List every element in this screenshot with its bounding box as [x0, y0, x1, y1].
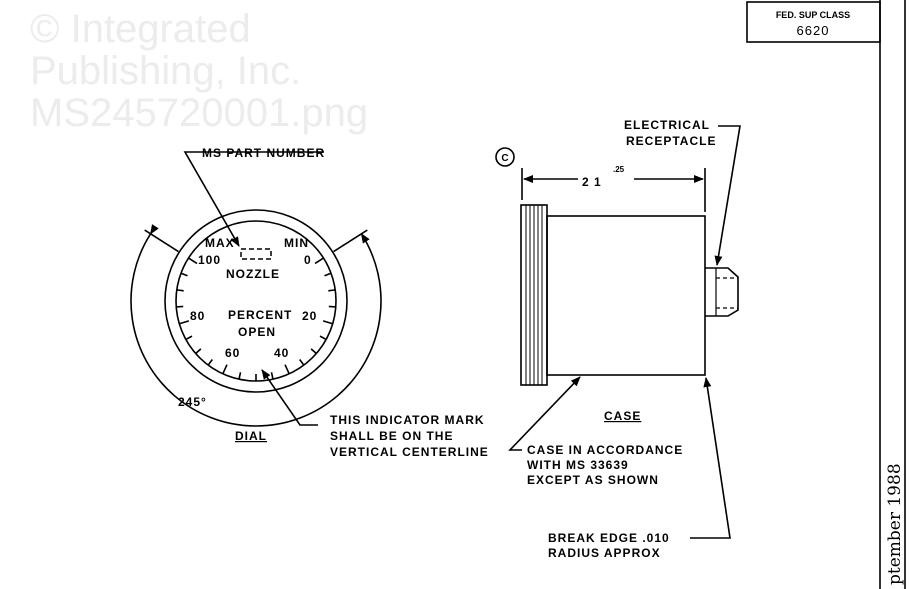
receptacle-callout-line: RECEPTACLE	[626, 134, 716, 148]
dial-tick	[322, 320, 333, 325]
watermark-line: © Integrated	[30, 7, 251, 51]
part-number-callout: MS PART NUMBER	[202, 146, 325, 160]
scale-label-80: 80	[190, 309, 205, 323]
view-marker: C	[501, 153, 508, 164]
dial-tick	[284, 364, 290, 375]
receptacle-callout-line: ELECTRICAL	[624, 118, 710, 132]
dial-tick	[179, 320, 190, 325]
edge-callout-line: RADIUS APPROX	[548, 546, 661, 560]
dial-outer-circle	[164, 209, 348, 393]
dial-tick	[207, 359, 213, 366]
scale-label-20: 20	[302, 309, 317, 323]
dial-tick	[222, 364, 228, 375]
span-arc	[130, 224, 382, 427]
fed-sup-class-value: 6620	[797, 23, 830, 38]
dial-tick	[238, 372, 242, 380]
dial-tick	[314, 257, 324, 265]
dial-view: MS PART NUMBER MAX MIN NOZZLE PERCENT OP…	[130, 146, 489, 459]
dial-tick	[328, 305, 336, 308]
case-callout-line: CASE IN ACCORDANCE	[527, 443, 683, 457]
dimension-value: 2 1	[582, 175, 602, 189]
dial-tick	[195, 348, 202, 355]
watermark: © Integrated Publishing, Inc. MS24572000…	[30, 7, 368, 135]
dial-caption: DIAL	[235, 429, 267, 443]
dial-tick	[328, 289, 336, 292]
revision-date: ptember 1988	[885, 463, 905, 585]
open-label: OPEN	[238, 325, 276, 339]
dial-tick	[176, 289, 184, 292]
percent-label: PERCENT	[228, 308, 292, 322]
dial-tick	[188, 257, 198, 265]
indicator-callout-line: SHALL BE ON THE	[330, 429, 453, 443]
receptacle-leader	[714, 125, 741, 266]
indicator-mark-leader	[261, 369, 318, 426]
min-label: MIN	[284, 236, 309, 250]
case-callout-line: EXCEPT AS SHOWN	[527, 473, 659, 487]
dial-tick	[310, 348, 317, 355]
dial-tick	[176, 305, 184, 308]
scale-label-40: 40	[274, 346, 289, 360]
title-block	[746, 1, 881, 43]
fed-sup-class-label: FED. SUP CLASS	[776, 10, 850, 20]
case-body	[546, 215, 706, 376]
part-number-box	[240, 248, 272, 260]
extension-line	[333, 229, 368, 253]
dial-tick	[180, 272, 188, 277]
dial-tick	[324, 272, 332, 277]
view-marker-circle	[495, 147, 515, 167]
case-caption: CASE	[604, 409, 641, 423]
dimension-tolerance: .25	[613, 165, 625, 174]
edge-callout-line: BREAK EDGE .010	[548, 531, 670, 545]
indicator-callout-line: THIS INDICATOR MARK	[330, 413, 485, 427]
watermark-line: Publishing, Inc.	[30, 49, 301, 93]
dial-tick	[270, 372, 274, 380]
indicator-callout-line: VERTICAL CENTERLINE	[330, 445, 489, 459]
electrical-receptacle	[705, 267, 739, 317]
dial-tick	[319, 335, 327, 341]
dial-ticks	[176, 257, 336, 381]
case-leader	[508, 376, 581, 451]
dial-tick	[185, 335, 193, 341]
scale-label-100: 100	[198, 253, 221, 267]
part-number-leader	[183, 151, 324, 247]
edge-leader	[690, 377, 731, 539]
scale-label-0: 0	[304, 253, 312, 267]
dial-inner-circle	[175, 220, 337, 382]
nozzle-label: NOZZLE	[226, 267, 280, 281]
case-callout-line: WITH MS 33639	[527, 458, 629, 472]
case-view: C 2 1 .25 ELECTRICAL RECEPTACLE CASE CAS…	[495, 118, 741, 560]
dial-tick	[299, 359, 305, 366]
angle-label: 245°	[178, 395, 207, 409]
scale-label-60: 60	[225, 346, 240, 360]
watermark-line: MS245720001.png	[30, 91, 368, 135]
max-label: MAX	[205, 236, 235, 250]
extension-line	[144, 229, 179, 253]
bezel-knurl-lines	[525, 205, 543, 385]
